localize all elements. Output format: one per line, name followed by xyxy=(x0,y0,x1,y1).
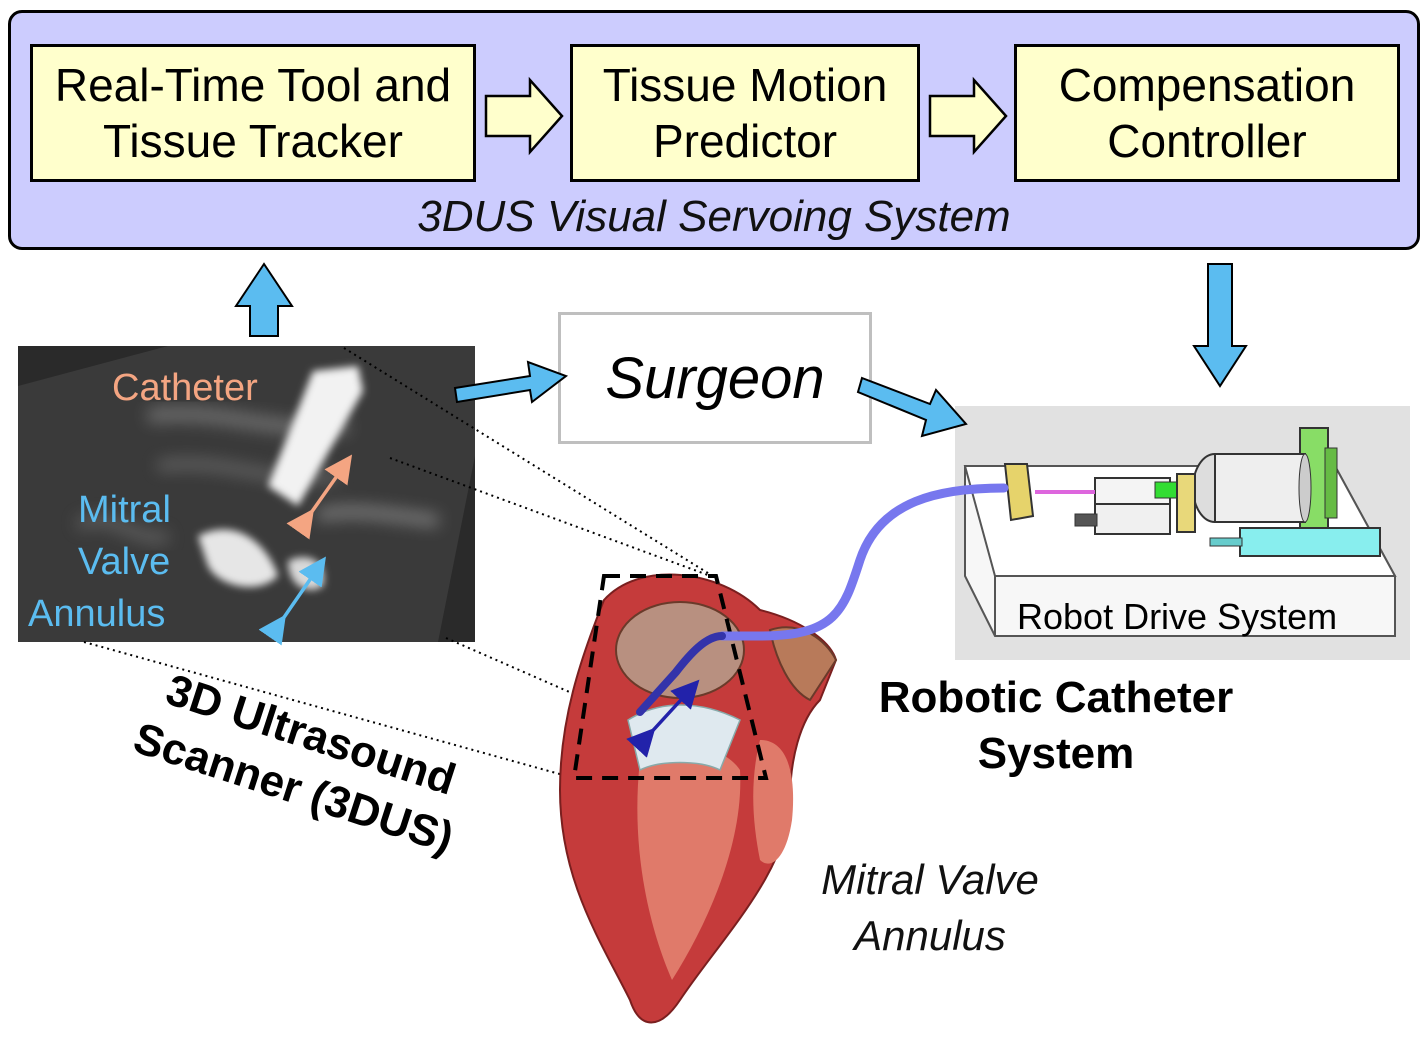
robotic-catheter-label-line2: System xyxy=(977,729,1135,778)
region-of-interest-box xyxy=(571,574,769,780)
annulus-label-line1: Mitral xyxy=(78,489,171,531)
controller-module: Compensation Controller xyxy=(1014,44,1400,182)
catheter-tip xyxy=(636,632,726,716)
catheter-tube xyxy=(717,483,1009,641)
predictor-module-line1: Tissue Motion xyxy=(602,59,888,111)
controller-module-line2: Controller xyxy=(1107,115,1307,167)
surgeon-box: Surgeon xyxy=(558,312,872,444)
heart-annulus-label-line2: Annulus xyxy=(854,912,1006,959)
robot-drive-panel: Robot Drive System xyxy=(955,406,1410,660)
servo-system-caption: 3DUS Visual Servoing System xyxy=(417,192,1011,241)
tracker-module-line2: Tissue Tracker xyxy=(103,115,403,167)
tracker-module-line1: Real-Time Tool and xyxy=(54,59,452,111)
ultrasound-to-servo-arrow xyxy=(234,262,294,337)
ultrasound-to-surgeon-arrow xyxy=(453,360,569,404)
catheter-label: Catheter xyxy=(112,367,258,409)
robotic-catheter-label: Robotic Catheter System xyxy=(846,670,1266,782)
robot-drive-illustration xyxy=(963,427,1397,637)
servo-to-robot-arrow xyxy=(1192,263,1248,388)
predictor-module-line2: Predictor xyxy=(652,115,838,167)
robotic-catheter-label-line1: Robotic Catheter xyxy=(878,673,1234,722)
heart-annulus-label: Mitral Valve Annulus xyxy=(790,852,1070,964)
ultrasound-image: Catheter Mitral Valve Annulus xyxy=(18,346,475,642)
predictor-to-controller-arrow xyxy=(928,76,1008,156)
annulus-label-line2: Valve xyxy=(78,541,171,583)
annulus-distance-arrow xyxy=(258,556,326,646)
controller-module-line1: Compensation xyxy=(1058,59,1356,111)
predictor-module: Tissue Motion Predictor xyxy=(570,44,920,182)
robot-drive-label: Robot Drive System xyxy=(1017,596,1338,637)
heart-distance-arrow xyxy=(626,679,700,758)
surgeon-label: Surgeon xyxy=(605,345,825,411)
heart-annulus-label-line1: Mitral Valve xyxy=(821,856,1039,903)
tracker-module: Real-Time Tool and Tissue Tracker xyxy=(30,44,476,182)
annulus-label-line3: Annulus xyxy=(28,593,166,635)
catheter-distance-arrow xyxy=(286,454,353,540)
tracker-to-predictor-arrow xyxy=(484,76,564,156)
surgeon-to-robot-arrow xyxy=(856,376,968,438)
